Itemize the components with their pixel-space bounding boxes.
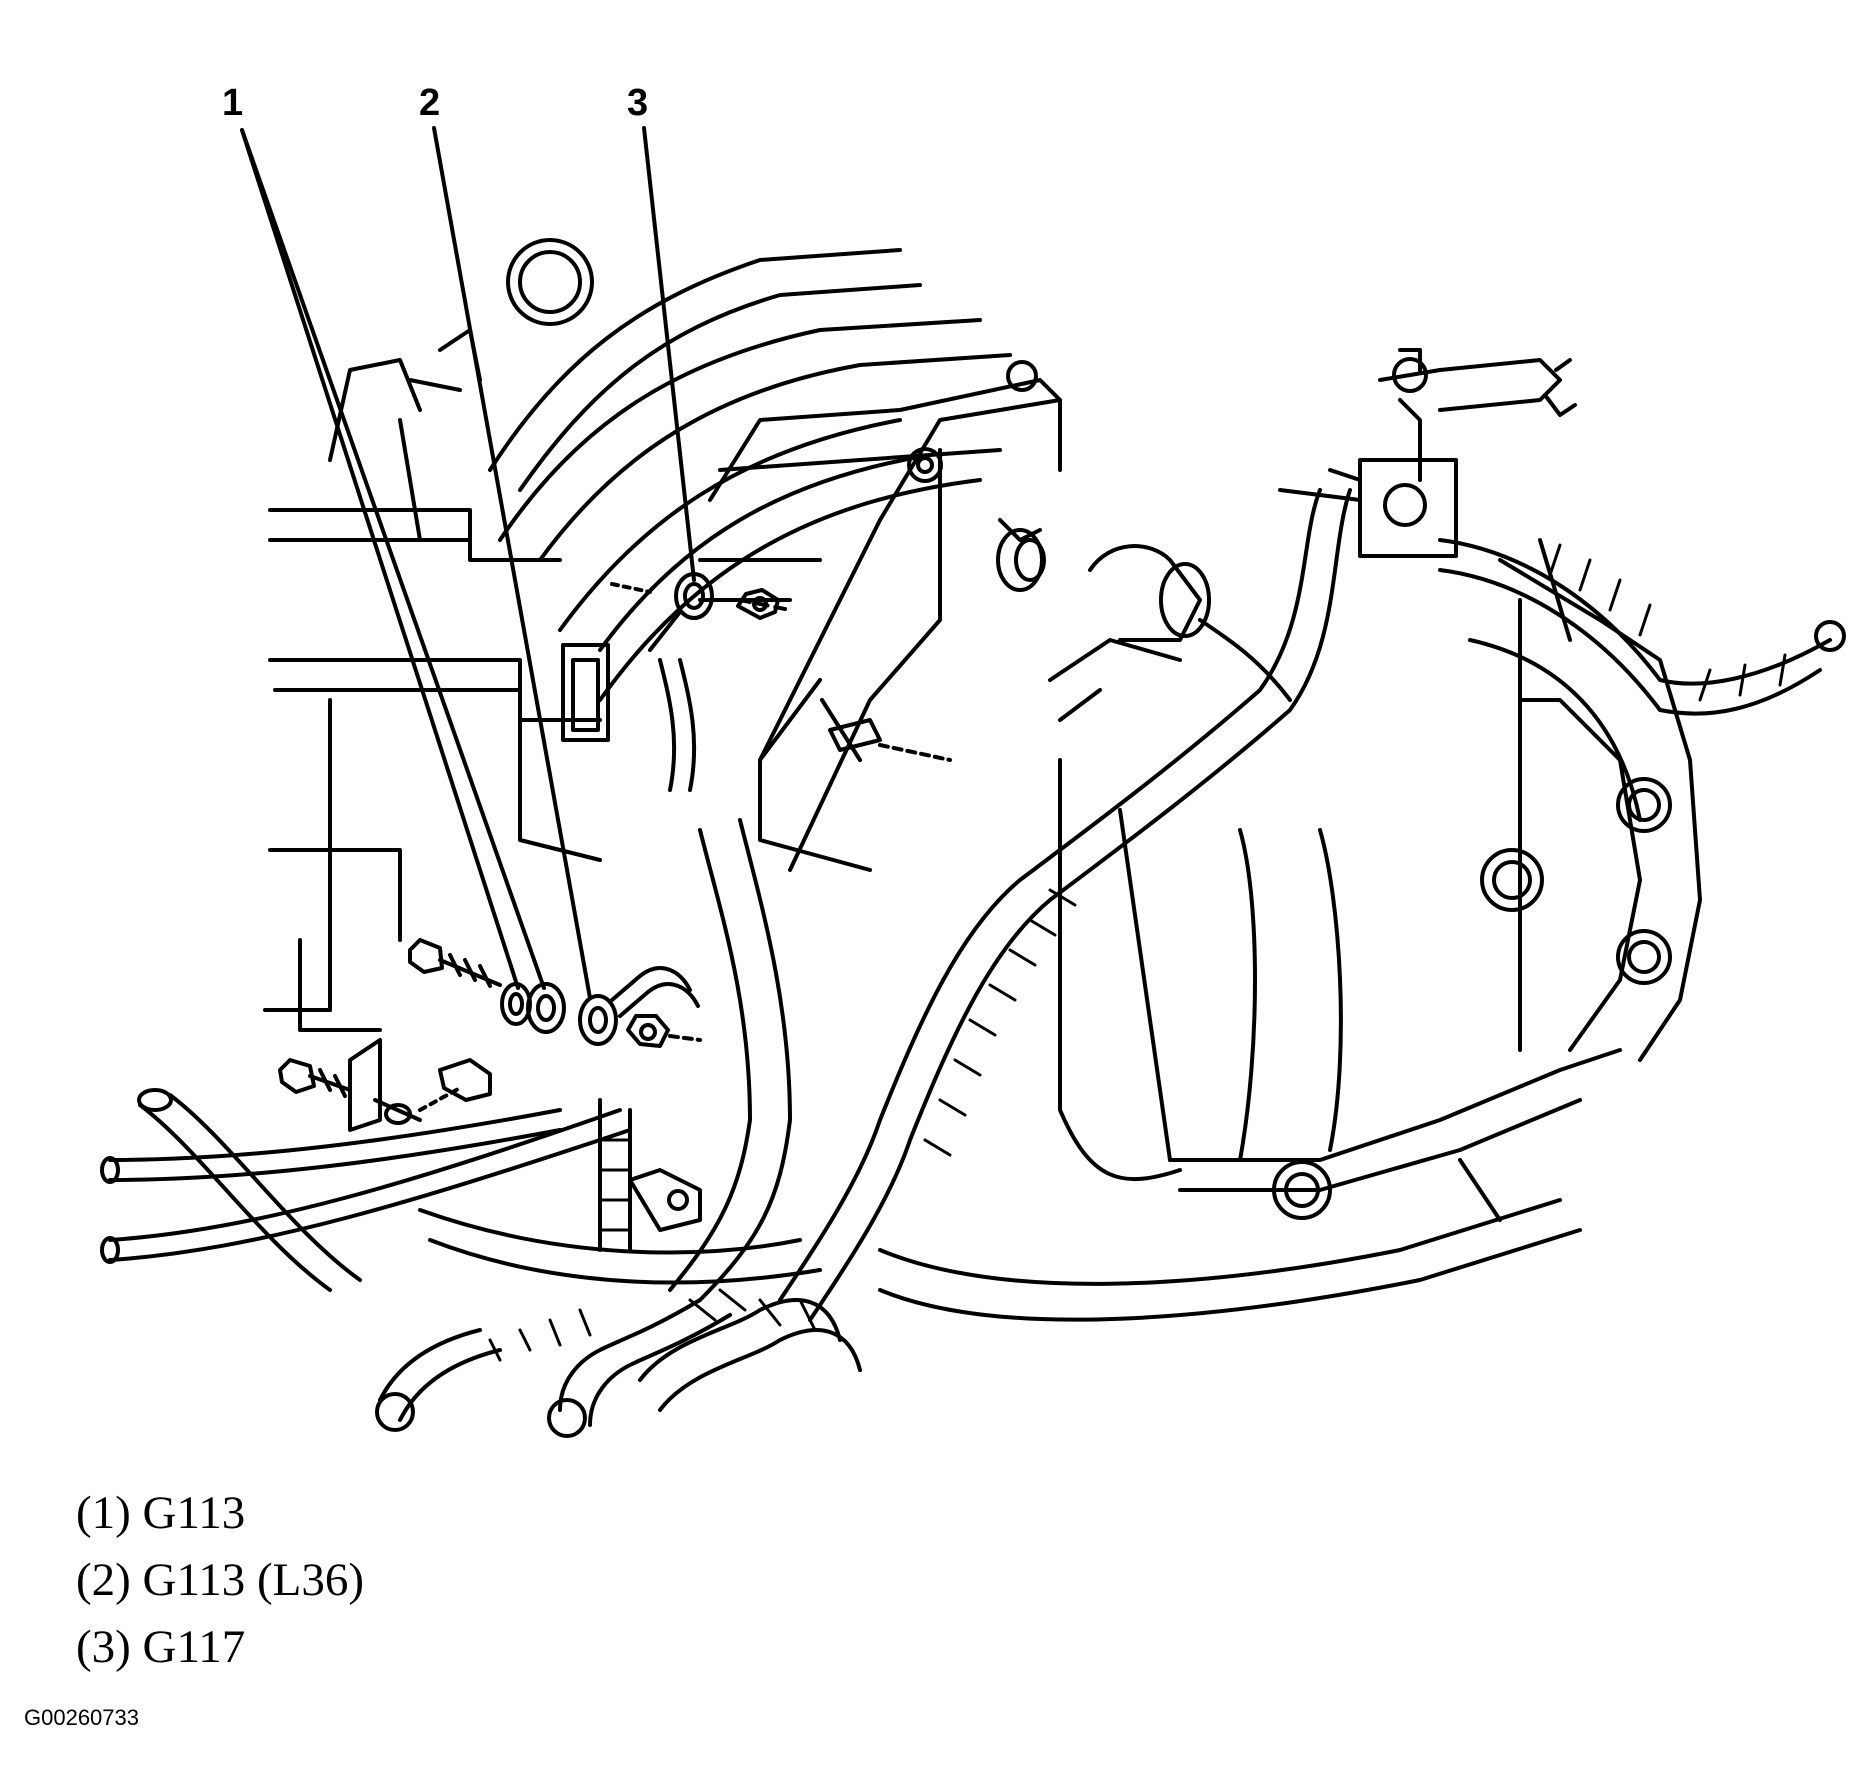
legend-item-3: (3) G117 bbox=[76, 1621, 246, 1673]
wiring-harnesses bbox=[375, 488, 1846, 1438]
legend-item-2: (2) G113 (L36) bbox=[76, 1554, 365, 1606]
figure-id-label: G00260733 bbox=[24, 1705, 139, 1730]
sensor-assembly bbox=[996, 528, 1292, 722]
legend-item-1: (1) G113 bbox=[76, 1487, 246, 1539]
callout-leader-lines bbox=[240, 126, 696, 1000]
leader-line-1b bbox=[240, 128, 546, 990]
callout-1-label: 1 bbox=[222, 82, 244, 124]
callout-legend: (1) G113 (2) G113 (L36) (3) G117 bbox=[76, 1480, 364, 1681]
transaxle-housing bbox=[878, 538, 1702, 1322]
engine-block bbox=[263, 328, 610, 1032]
harness-braid-marks bbox=[488, 543, 1787, 1362]
cables bbox=[100, 1088, 632, 1292]
intake-tubes bbox=[488, 238, 1012, 702]
callout-3-label: 3 bbox=[627, 82, 649, 124]
shift-linkage bbox=[1278, 348, 1577, 558]
callout-2-label: 2 bbox=[419, 82, 441, 124]
leader-line-1a bbox=[240, 128, 520, 990]
leader-line-3 bbox=[642, 126, 696, 582]
ground-g117-hardware bbox=[610, 572, 952, 792]
ground-g113-hardware bbox=[278, 938, 702, 1232]
leader-line-2 bbox=[432, 126, 592, 1000]
